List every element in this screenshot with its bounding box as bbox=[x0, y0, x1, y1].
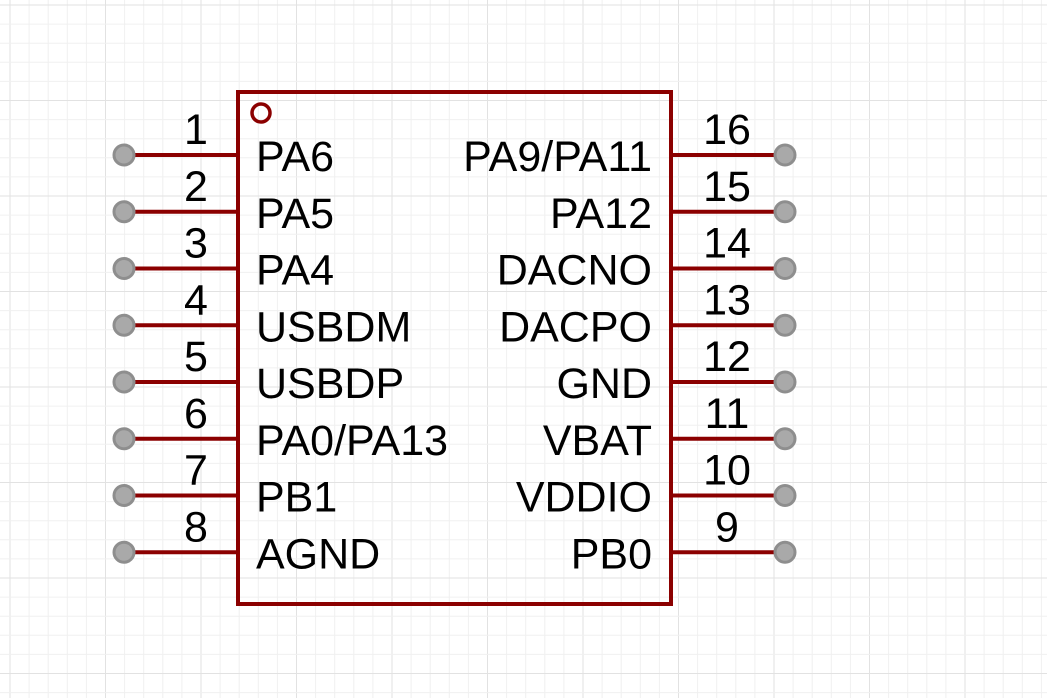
pin-name: PA6 bbox=[256, 133, 334, 181]
pin-endpoint-icon[interactable] bbox=[112, 370, 136, 394]
pin-name: PB0 bbox=[571, 530, 652, 578]
pin-name: PA12 bbox=[550, 190, 652, 238]
pin-number: 6 bbox=[184, 390, 208, 438]
left-pin-group: 1PA62PA53PA44USBDM5USBDP6PA0/PA137PB18AG… bbox=[112, 106, 448, 578]
pin-number: 2 bbox=[184, 163, 208, 211]
right-pin-group: 16PA9/PA1115PA1214DACNO13DACPO12GND11VBA… bbox=[463, 106, 797, 578]
pin-name: PA0/PA13 bbox=[256, 417, 448, 465]
pin-name: USBDM bbox=[256, 303, 411, 351]
pin-endpoint-icon[interactable] bbox=[112, 200, 136, 224]
pin-name: AGND bbox=[256, 530, 380, 578]
pin-number: 7 bbox=[184, 447, 208, 495]
pin-number: 10 bbox=[703, 447, 751, 495]
pin-number: 1 bbox=[184, 106, 208, 154]
pin-endpoint-icon[interactable] bbox=[112, 257, 136, 280]
pin-name: PA5 bbox=[256, 190, 334, 238]
pin-number: 12 bbox=[703, 333, 751, 381]
pin-name: DACNO bbox=[497, 247, 652, 295]
pin-endpoint-icon[interactable] bbox=[112, 143, 136, 167]
pin-name: USBDP bbox=[256, 360, 404, 408]
pin-endpoint-icon[interactable] bbox=[112, 484, 136, 507]
pin-number: 4 bbox=[184, 276, 208, 324]
pin-endpoint-icon[interactable] bbox=[773, 540, 797, 564]
pin-endpoint-icon[interactable] bbox=[773, 427, 797, 451]
pin-endpoint-icon[interactable] bbox=[112, 540, 136, 564]
pin-endpoint-icon[interactable] bbox=[112, 427, 136, 451]
pin-name: PB1 bbox=[256, 474, 337, 522]
pin-name: DACPO bbox=[499, 303, 652, 351]
pin-name: PA4 bbox=[256, 247, 334, 295]
pin-endpoint-icon[interactable] bbox=[773, 313, 797, 337]
pin-number: 15 bbox=[703, 163, 751, 211]
pin-number: 13 bbox=[703, 276, 751, 324]
component-body[interactable] bbox=[236, 90, 673, 606]
pin-endpoint-icon[interactable] bbox=[773, 143, 797, 167]
pin-endpoint-icon[interactable] bbox=[773, 484, 797, 507]
pin-number: 5 bbox=[184, 333, 208, 381]
pin-number: 16 bbox=[703, 106, 751, 154]
pin-number: 8 bbox=[184, 503, 208, 551]
pin-endpoint-icon[interactable] bbox=[773, 257, 797, 280]
pin-name: VDDIO bbox=[516, 474, 652, 522]
pin-number: 11 bbox=[705, 390, 750, 438]
pin-number: 9 bbox=[715, 503, 739, 551]
pin-name: PA9/PA11 bbox=[463, 133, 652, 181]
pin-endpoint-icon[interactable] bbox=[773, 200, 797, 224]
pin-name: VBAT bbox=[543, 417, 652, 465]
pin1-marker-icon bbox=[250, 102, 272, 124]
pin-endpoint-icon[interactable] bbox=[112, 313, 136, 337]
pin-endpoint-icon[interactable] bbox=[773, 370, 797, 394]
pin-number: 14 bbox=[703, 220, 751, 268]
pin-name: GND bbox=[556, 360, 652, 408]
pin-number: 3 bbox=[184, 220, 208, 268]
